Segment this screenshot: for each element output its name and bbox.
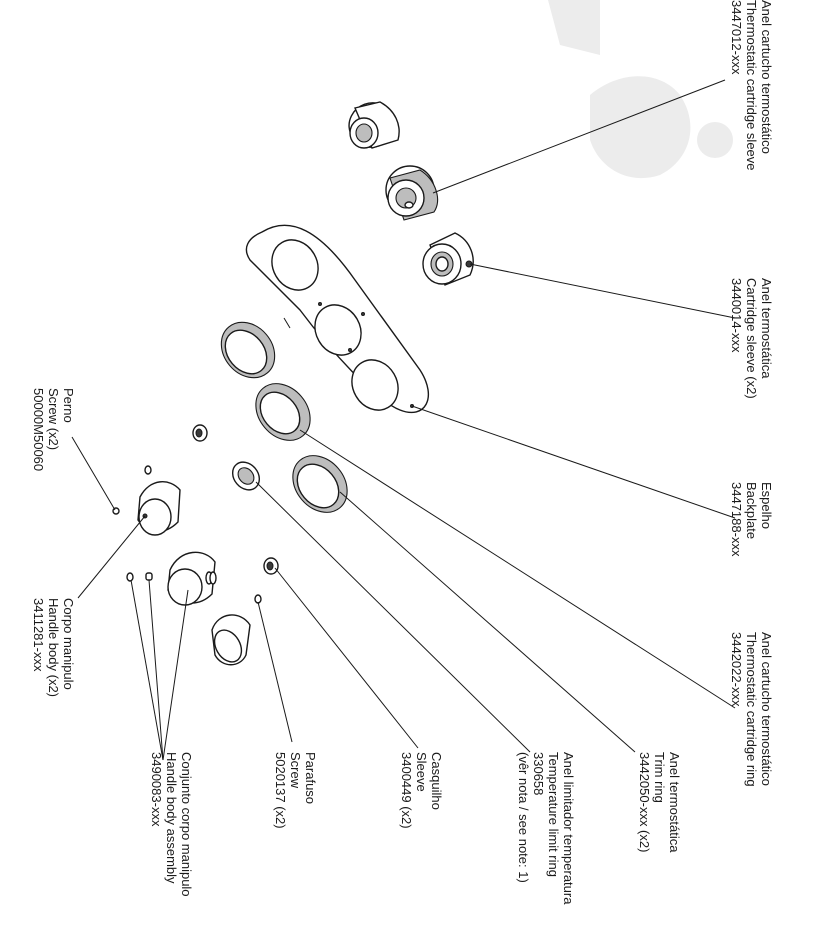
backplate-part: [245, 224, 430, 414]
callout-line: 330658: [531, 752, 546, 795]
callout-line: Anel limitador temperatura: [561, 752, 576, 905]
svg-text:3442022-xxx: 3442022-xxx: [729, 632, 744, 707]
cartridge-sleeve-upper: [348, 101, 400, 149]
svg-text:Handle body (x2): Handle body (x2): [46, 598, 61, 697]
callout-line: (vêr nota / see note: 1): [516, 752, 531, 883]
svg-text:(vêr nota / see note: 1): (vêr nota / see note: 1): [516, 752, 531, 883]
callout-line: Handle body (x2): [46, 598, 61, 697]
callout-line: Cartridge sleeve (x2): [744, 278, 759, 399]
lever-part: [211, 614, 251, 666]
svg-text:Anel termostática: Anel termostática: [759, 278, 774, 379]
callout-thermostatic-cartridge-ring: Anel cartucho termostático Thermostatic …: [729, 632, 774, 787]
callout-line: Backplate: [744, 482, 759, 539]
callout-line: Screw (x2): [46, 388, 61, 450]
svg-text:Thermostatic cartridge ring: Thermostatic cartridge ring: [744, 632, 759, 787]
callout-line: 3400449 (x2): [399, 752, 414, 829]
svg-text:3440014-xxx: 3440014-xxx: [729, 278, 744, 353]
svg-text:3447188-xxx: 3447188-xxx: [729, 482, 744, 557]
svg-text:Thermostatic cartridge sleeve: Thermostatic cartridge sleeve: [744, 0, 759, 171]
callout-handle-body-assembly: Conjunto corpo manipulo Handle body asse…: [149, 752, 194, 897]
callout-line: Anel cartucho termostático: [759, 632, 774, 786]
svg-text:Cartridge sleeve (x2): Cartridge sleeve (x2): [744, 278, 759, 399]
thermostatic-cartridge-sleeve-part: [385, 165, 438, 221]
callout-line: Trim ring: [652, 752, 667, 803]
callout-line: Thermostatic cartridge sleeve: [744, 0, 759, 171]
callout-line: 3447012-xxx: [729, 0, 744, 75]
callout-line: Casquilho: [429, 752, 444, 810]
svg-text:Casquilho: Casquilho: [429, 752, 444, 810]
callout-line: 3447188-xxx: [729, 482, 744, 557]
callout-line: 5020137 (x2): [273, 752, 288, 829]
svg-text:Temperature limit ring: Temperature limit ring: [546, 752, 561, 877]
svg-text:Parafuso: Parafuso: [303, 752, 318, 804]
callout-line: Anel termostática: [667, 752, 682, 853]
callout-line: Anel cartucho termostático: [759, 0, 774, 154]
leader-lines: [71, 79, 736, 761]
callout-line: 3442050-xxx (x2): [637, 752, 652, 852]
sleeve-part-upper: [192, 424, 208, 442]
thermostatic-cartridge-ring-part: [255, 383, 311, 441]
svg-text:3400449 (x2): 3400449 (x2): [399, 752, 414, 829]
trim-ring-upper: [220, 321, 276, 379]
callout-line: Handle body assembly: [164, 752, 179, 884]
svg-text:Anel limitador temperatura: Anel limitador temperatura: [561, 752, 576, 905]
svg-text:Handle body assembly: Handle body assembly: [164, 752, 179, 884]
callout-thermostatic-cartridge-sleeve: Anel cartucho termostático Thermostatic …: [729, 0, 774, 171]
temperature-limit-ring-part: [231, 461, 261, 491]
svg-text:50000M50060: 50000M50060: [31, 388, 46, 471]
trim-ring-lower: [292, 455, 348, 513]
callout-line: Anel termostática: [759, 278, 774, 379]
callout-line: Thermostatic cartridge ring: [744, 632, 759, 787]
svg-text:Anel cartucho termostático: Anel cartucho termostático: [759, 0, 774, 154]
svg-text:Screw (x2): Screw (x2): [46, 388, 61, 450]
svg-text:Perno: Perno: [61, 388, 76, 423]
handle-body-assembly-part: [126, 551, 217, 606]
callout-line: Conjunto corpo manipulo: [179, 752, 194, 897]
callout-line: Parafuso: [303, 752, 318, 804]
callout-line: Screw: [288, 752, 303, 789]
callout-cartridge-sleeve: Anel termostática Cartridge sleeve (x2) …: [729, 278, 774, 399]
svg-text:3447012-xxx: 3447012-xxx: [729, 0, 744, 75]
callout-trim-ring: Anel termostática Trim ring 3442050-xxx …: [637, 752, 682, 853]
svg-text:3442050-xxx (x2): 3442050-xxx (x2): [637, 752, 652, 852]
callout-screw-5020137: Parafuso Screw 5020137 (x2): [273, 752, 318, 829]
svg-text:3490083-xxx: 3490083-xxx: [149, 752, 164, 827]
callout-line: 3442022-xxx: [729, 632, 744, 707]
svg-text:Anel termostática: Anel termostática: [667, 752, 682, 853]
callout-handle-body: Corpo manipulo Handle body (x2) 3411281-…: [31, 598, 76, 697]
svg-text:Screw: Screw: [288, 752, 303, 789]
callout-line: 3411281-xxx: [31, 598, 46, 672]
svg-text:Conjunto corpo manipulo: Conjunto corpo manipulo: [179, 752, 194, 897]
callout-sleeve: Casquilho Sleeve 3400449 (x2): [399, 752, 444, 829]
svg-text:Espelho: Espelho: [759, 482, 774, 529]
watermark: [548, 0, 733, 179]
svg-text:3411281-xxx: 3411281-xxx: [31, 598, 46, 672]
callout-line: Corpo manipulo: [61, 598, 76, 690]
svg-text:Corpo manipulo: Corpo manipulo: [61, 598, 76, 690]
callout-line: 50000M50060: [31, 388, 46, 471]
cartridge-sleeve-part: [422, 232, 474, 286]
svg-text:Sleeve: Sleeve: [414, 752, 429, 792]
svg-text:Trim ring: Trim ring: [652, 752, 667, 803]
callout-line: Perno: [61, 388, 76, 423]
svg-text:Anel cartucho termostático: Anel cartucho termostático: [759, 632, 774, 786]
callout-backplate: Espelho Backplate 3447188-xxx: [729, 482, 774, 557]
handle-body-part: [137, 481, 181, 536]
callout-temperature-limit-ring: Anel limitador temperatura Temperature l…: [516, 752, 576, 905]
callout-line: 3490083-xxx: [149, 752, 164, 827]
svg-text:5020137 (x2): 5020137 (x2): [273, 752, 288, 829]
svg-text:Backplate: Backplate: [744, 482, 759, 539]
svg-text:330658: 330658: [531, 752, 546, 795]
callout-line: 3440014-xxx: [729, 278, 744, 353]
callout-line: Temperature limit ring: [546, 752, 561, 877]
callout-pin-screw: Perno Screw (x2) 50000M50060: [31, 388, 76, 471]
sleeve-part-lower: [263, 557, 279, 575]
callout-line: Espelho: [759, 482, 774, 529]
callout-line: Sleeve: [414, 752, 429, 792]
